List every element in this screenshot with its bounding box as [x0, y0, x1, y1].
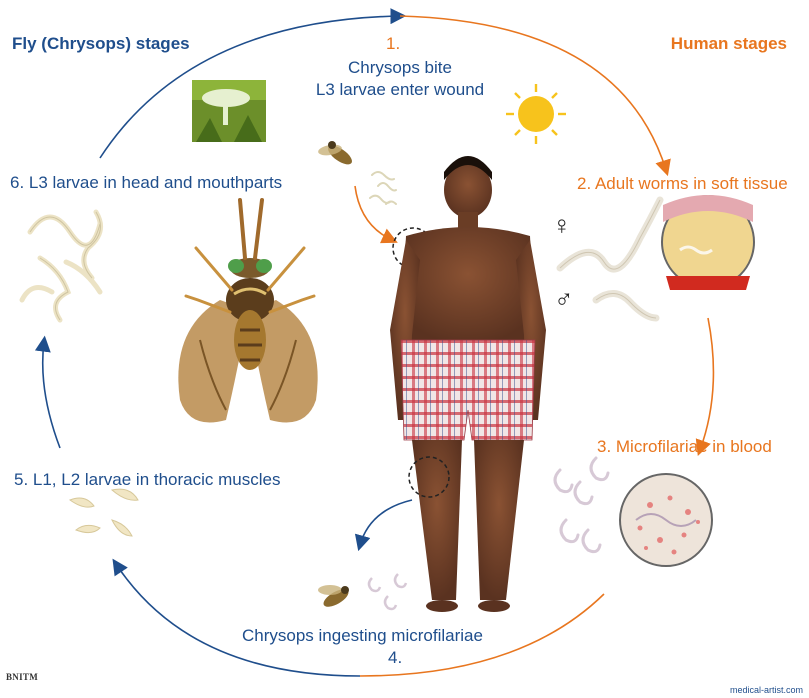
small-fly-bite-icon — [317, 141, 355, 168]
fly-stages-header: Fly (Chrysops) stages — [12, 34, 190, 54]
bnitm-logo: BNITM — [6, 672, 38, 682]
male-symbol: ♂ — [554, 284, 574, 315]
blood-smear-icon — [620, 474, 712, 566]
medical-artist-logo: medical-artist.com — [730, 685, 803, 695]
landscape-icon — [192, 80, 266, 142]
microfilariae — [555, 458, 608, 552]
step-2-label: 2. Adult worms in soft tissue — [577, 174, 788, 194]
tissue-section-icon — [662, 195, 754, 290]
arc-bottom-left-blue — [116, 564, 360, 676]
step-6-label: 6. L3 larvae in head and mouthparts — [10, 173, 282, 193]
step-5-label: 5. L1, L2 larvae in thoracic muscles — [14, 470, 280, 490]
l3-larvae-large — [22, 212, 101, 320]
human-figure — [390, 156, 546, 612]
l1-l2-larvae — [70, 489, 138, 536]
step-1-line-1: Chrysops bite — [300, 58, 500, 78]
step-1-line-2: L3 larvae enter wound — [280, 80, 520, 100]
adult-worms — [560, 200, 660, 318]
arrow-bite-orange — [355, 186, 392, 240]
arc-left-blue — [43, 342, 60, 448]
arc-right-orange — [700, 318, 713, 450]
small-fly-ingesting-icon — [318, 585, 351, 610]
arrow-ingest-blue — [360, 500, 412, 545]
female-symbol: ♀ — [552, 210, 572, 241]
step-1-number: 1. — [386, 34, 400, 54]
human-stages-header: Human stages — [671, 34, 787, 54]
step-3-label: 3. Microfilariae in blood — [597, 437, 772, 457]
l3-larvae-small — [370, 172, 396, 204]
ingested-microfilariae — [369, 574, 406, 609]
chrysops-fly-illustration — [178, 200, 317, 423]
step-4-number: 4. — [388, 648, 402, 668]
step-4-label: Chrysops ingesting microfilariae — [242, 626, 483, 646]
